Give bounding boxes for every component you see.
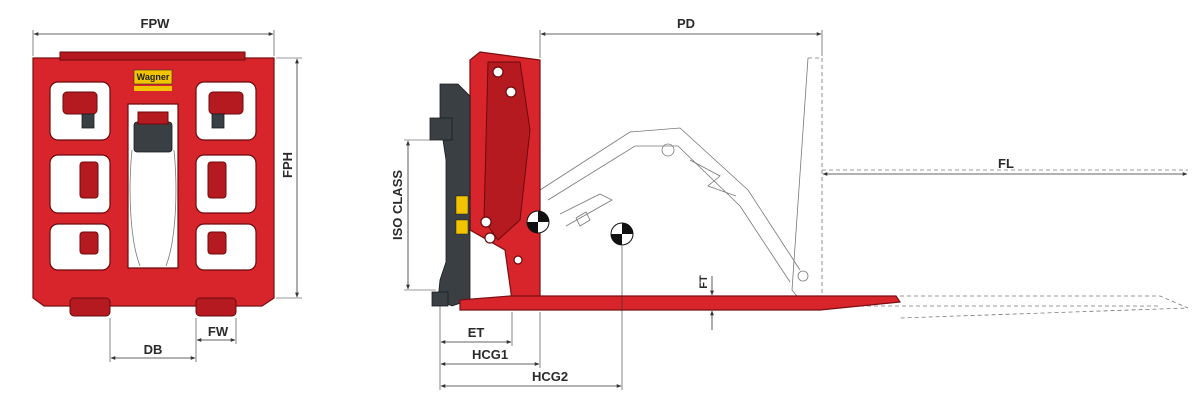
raised-arm-outline	[539, 127, 809, 283]
carriage	[429, 83, 471, 307]
fpw-label: FPW	[141, 16, 171, 31]
hose-left	[129, 149, 141, 267]
brand-logo-text: Wagner	[137, 72, 170, 82]
pin-hole	[492, 66, 504, 78]
ft-label: FT	[698, 275, 710, 289]
fw-label: FW	[208, 324, 229, 339]
et-label: ET	[468, 325, 485, 340]
front-view: Wagner FPW FPH DB FW	[32, 16, 302, 362]
cg-marker-2	[610, 222, 634, 246]
warning-label	[455, 195, 469, 215]
fork	[459, 295, 902, 311]
fph-label: FPH	[280, 152, 295, 178]
load-outline-dashed	[791, 57, 1189, 319]
fork-left-section	[69, 297, 111, 317]
pin-hole	[505, 86, 517, 98]
db-label: DB	[144, 342, 163, 357]
cg-marker-1	[526, 210, 550, 234]
top-hook-bar	[59, 51, 246, 61]
brand-logo: Wagner	[133, 69, 173, 91]
inner-fittings	[62, 91, 244, 255]
warning-label	[455, 219, 469, 235]
hose-right	[165, 149, 177, 267]
pin-hole	[513, 255, 523, 265]
pin-hole	[484, 232, 496, 244]
fl-label: FL	[998, 156, 1014, 171]
hcg1-label: HCG1	[472, 347, 508, 362]
side-view: PD FL ISO CLASS FT ET HCG1 HCG2	[390, 16, 1189, 390]
pd-label: PD	[677, 16, 695, 31]
iso-class-label: ISO CLASS	[390, 170, 405, 240]
fork-right-section	[195, 297, 237, 317]
hcg2-label: HCG2	[532, 369, 568, 384]
pin-hole	[480, 216, 492, 228]
